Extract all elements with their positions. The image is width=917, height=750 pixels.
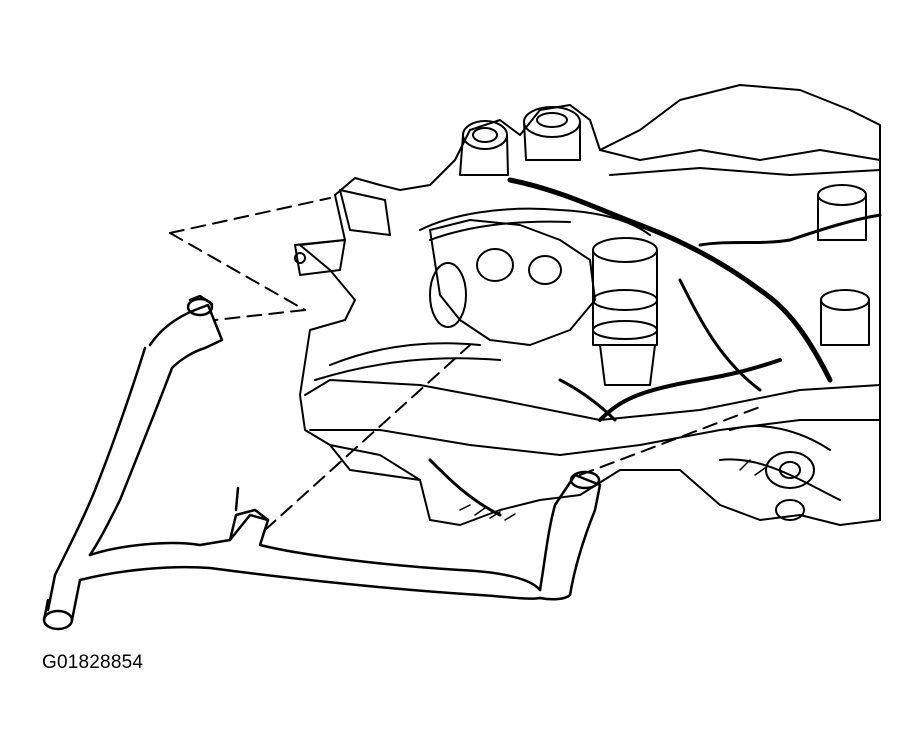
figure-id-label: G01828854 <box>42 652 144 673</box>
hose-tube-left-outer <box>46 346 147 612</box>
leader-lines <box>169 197 766 531</box>
hose-tee <box>88 513 542 592</box>
hose-tube-left-inner <box>88 366 174 557</box>
hose-clamp-upper <box>186 297 214 317</box>
hose-clamp-right <box>569 470 601 490</box>
engine-assembly <box>294 84 882 526</box>
hose-elbow-upper <box>148 303 224 370</box>
hose-lower-end <box>42 609 74 631</box>
hose-tube-right <box>538 473 602 597</box>
detail-marks <box>459 459 766 521</box>
pcv-hose-assembly <box>42 294 602 631</box>
